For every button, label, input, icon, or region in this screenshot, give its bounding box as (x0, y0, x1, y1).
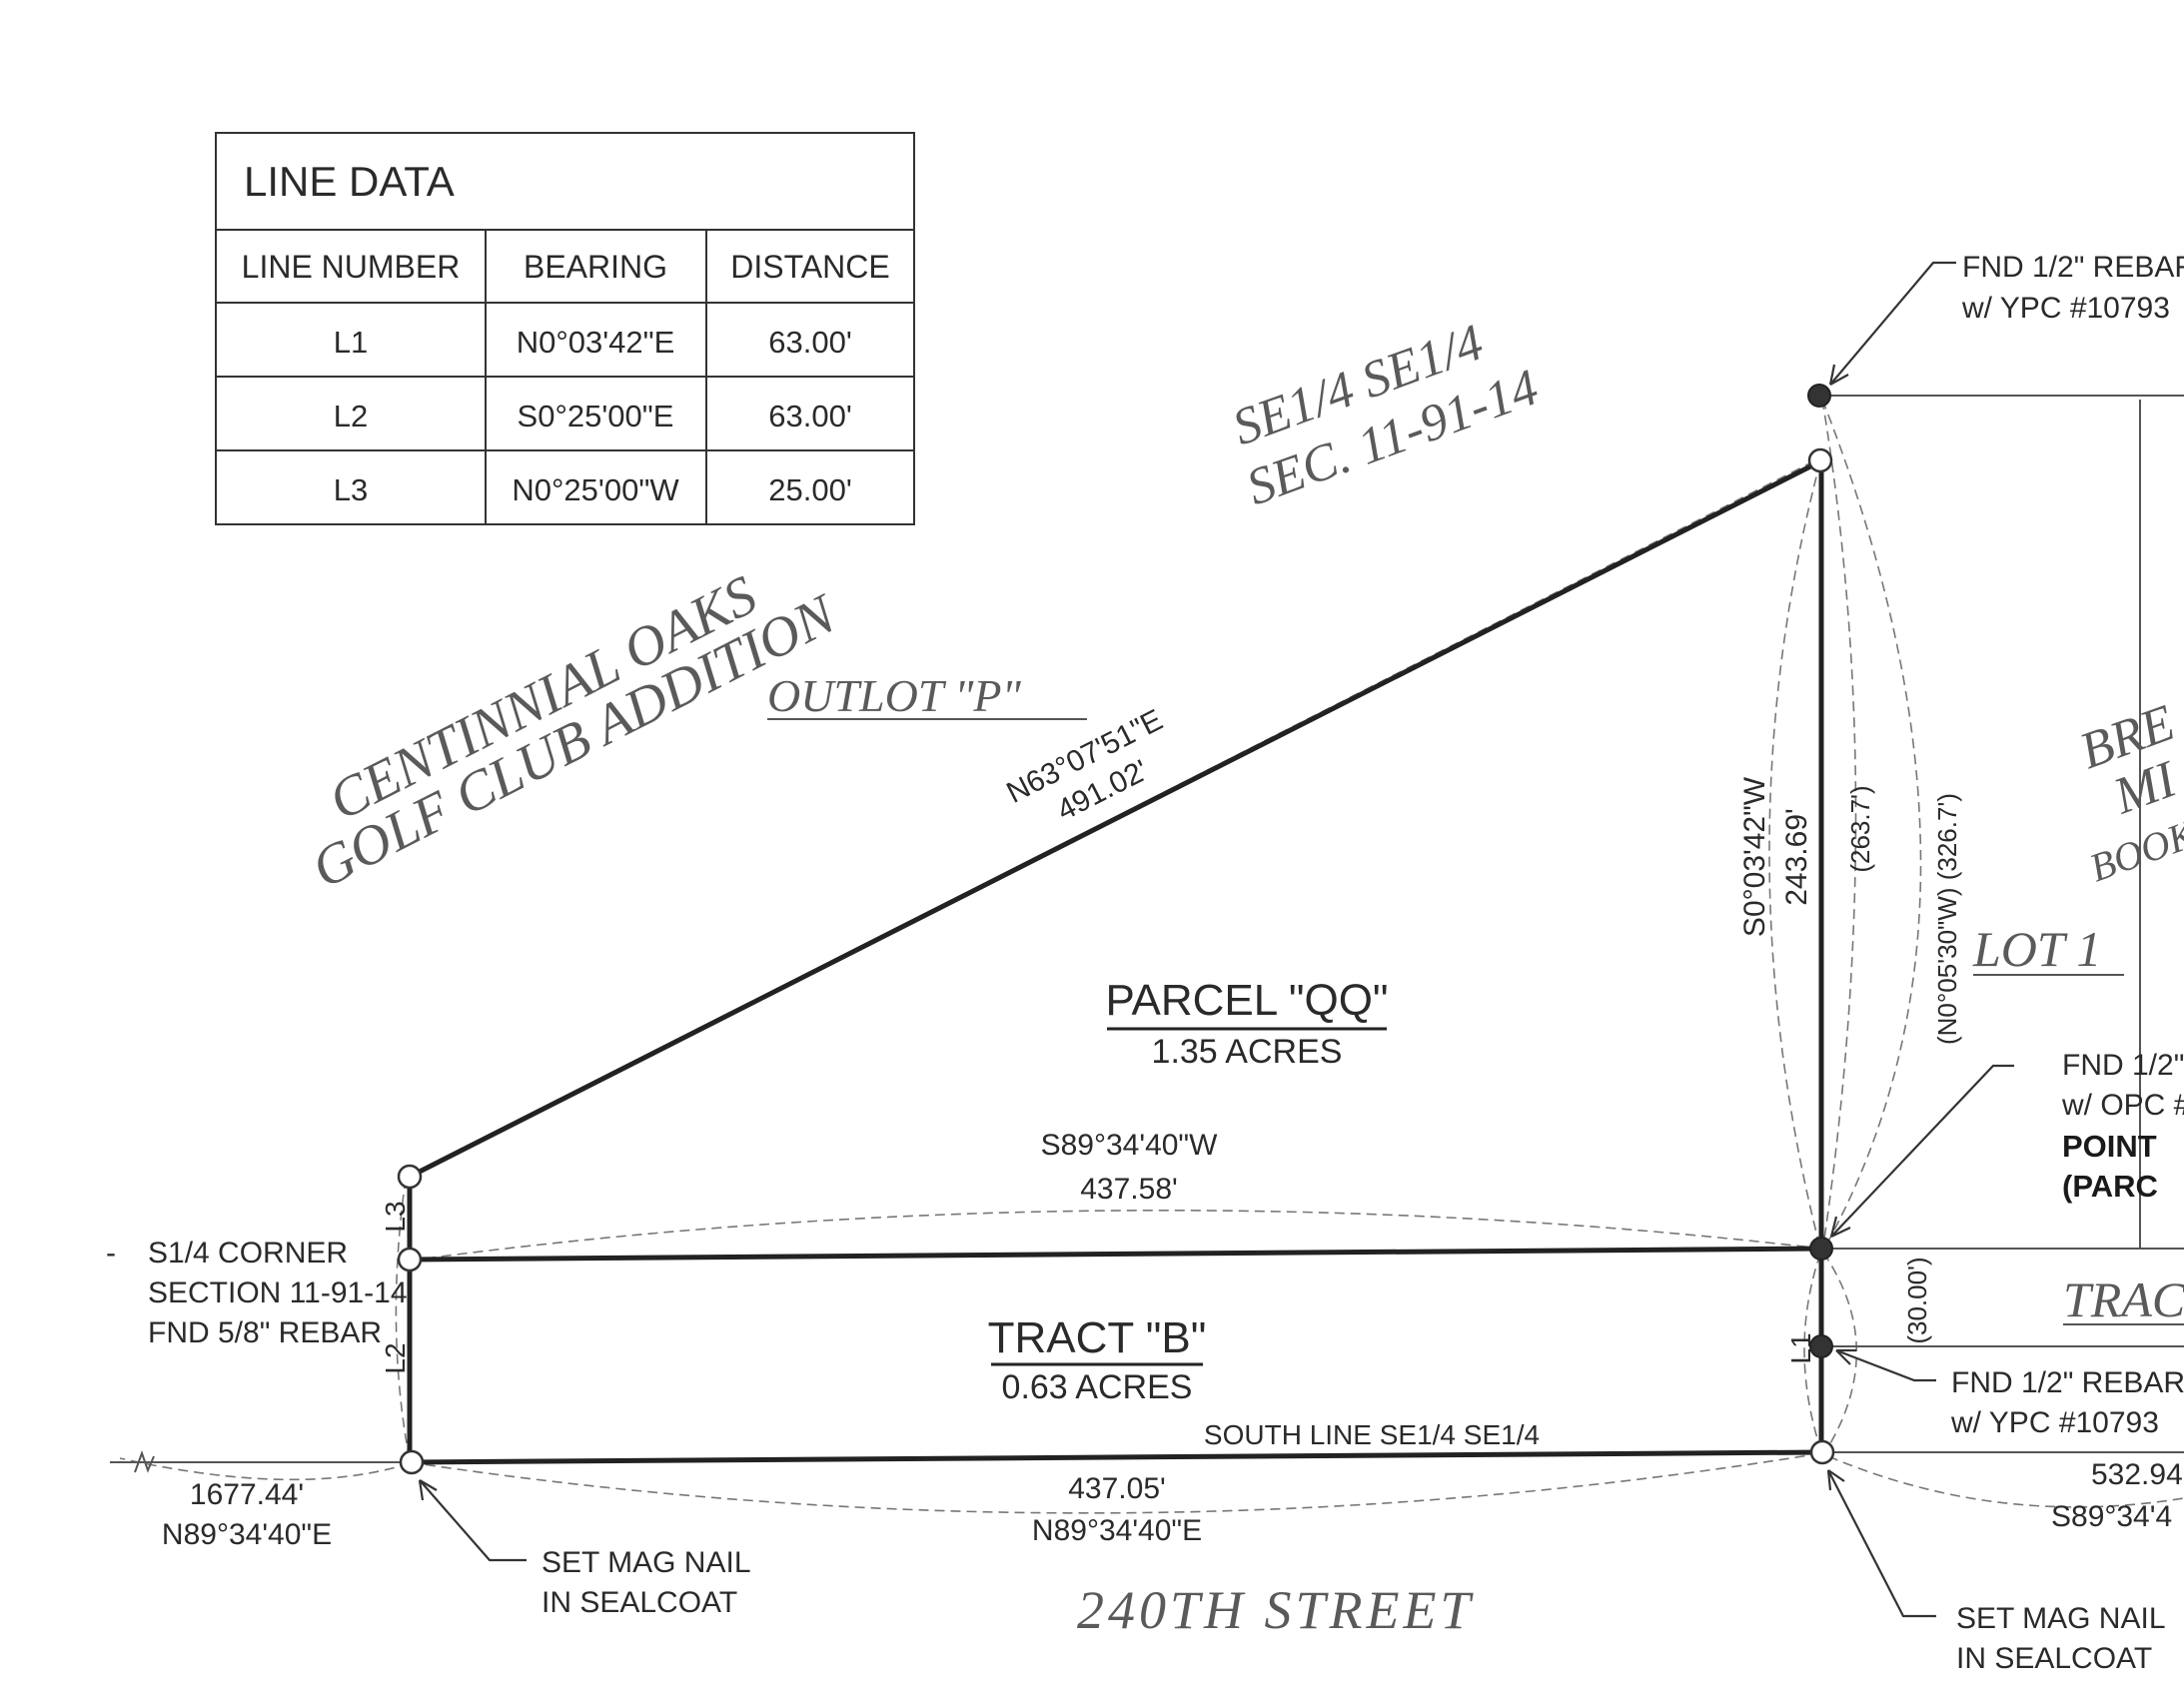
mag-nail-callout-right: IN SEALCOAT (1956, 1642, 2152, 1675)
section-corner-callout: FND 5/8" REBAR (148, 1316, 382, 1349)
line-l3-label: L3 (380, 1201, 411, 1232)
leader-arrowhead (1835, 1348, 1856, 1365)
south-line-distance: 437.05' (1068, 1472, 1166, 1505)
dashed-record-line (1803, 1253, 1821, 1449)
dashed-record-line (409, 1452, 1822, 1514)
mag-nail-callout-left: IN SEALCOAT (542, 1586, 737, 1619)
point-of-beginning-callout: (PARC (2062, 1169, 2158, 1204)
opc-callout: w/ OPC # (2061, 1089, 2184, 1122)
street-label: 240TH STREET (1077, 1580, 1475, 1640)
mid-line-distance: 437.58' (1080, 1173, 1178, 1206)
dashed-record-line (1822, 1252, 1858, 1451)
dashed-record-line (119, 1457, 411, 1481)
east-line-record: (263.7') (1845, 785, 1875, 872)
line-l2-label: L2 (380, 1342, 411, 1373)
far-record-course: (N0°05'30"W) (326.7') (1932, 793, 1962, 1045)
opc-callout: FND 1/2" (2062, 1049, 2184, 1082)
dashed-record-line (1827, 1455, 2184, 1508)
tract-b-title: TRACT "B" (988, 1313, 1207, 1362)
leader-line (1827, 1469, 1936, 1618)
boundary-lines (110, 395, 2184, 1473)
parcel-qq-area: 1.35 ACRES (1152, 1033, 1343, 1071)
mid-rebar-callout: w/ YPC #10793 (1950, 1406, 2159, 1439)
mag-nail-callout-left: SET MAG NAIL (542, 1546, 751, 1579)
mid-rebar-callout: FND 1/2" REBAR (1951, 1366, 2184, 1399)
parcel-qq-south-boundary (409, 1246, 1822, 1263)
tract-label-right: TRAC (2063, 1272, 2184, 1327)
table-cell-distance: 25.00' (768, 472, 852, 507)
table-cell-bearing: S0°25'00"E (518, 399, 674, 433)
leader-arrowhead (1829, 1216, 1851, 1238)
tract-b-area: 0.63 ACRES (1002, 1368, 1193, 1406)
table-header-line-number: LINE NUMBER (242, 249, 461, 285)
leader-line (1829, 261, 1956, 386)
leader-line (1835, 1348, 1936, 1382)
line-l1-label: L1 (1785, 1332, 1816, 1363)
record-30: (30.00') (1902, 1257, 1932, 1343)
table-header-bearing: BEARING (524, 249, 667, 285)
lot-label: LOT 1 (1972, 921, 2101, 977)
monuments (397, 384, 1835, 1475)
found-rebar-marker (1809, 1237, 1833, 1261)
east-tie-bearing: S89°34'4 (2051, 1500, 2172, 1533)
record-dashed-lines (119, 399, 2184, 1514)
section-corner-callout: S1/4 CORNER (148, 1237, 348, 1270)
callout-leaders (418, 261, 2014, 1618)
table-cell-bearing: N0°03'42"E (517, 325, 675, 360)
table-cell-distance: 63.00' (768, 325, 852, 360)
table-cell-line: L2 (334, 399, 368, 433)
outlot-label: OUTLOT "P" (767, 670, 1021, 721)
table-cell-line: L1 (334, 325, 368, 360)
east-line-distance: 243.69' (1780, 808, 1813, 906)
table-cell-line: L3 (334, 472, 368, 507)
section-corner-marker (397, 1247, 423, 1273)
leader-line (419, 1479, 527, 1562)
south-line-label: SOUTH LINE SE1/4 SE1/4 (1204, 1419, 1540, 1450)
line-data-table: LINE DATA LINE NUMBER BEARING DISTANCE L… (215, 132, 915, 525)
addition-label: GOLF CLUB ADDITION (303, 582, 847, 901)
point-of-beginning-callout: POINT (2062, 1129, 2157, 1164)
top-rebar-callout: w/ YPC #10793 (1961, 292, 2170, 325)
parcel-titles: PARCEL "QQ" 1.35 ACRES TRACT "B" 0.63 AC… (988, 976, 1389, 1406)
dashed-record-line (1821, 399, 1857, 1240)
table-header-distance: DISTANCE (730, 249, 889, 285)
dashed-record-line (1821, 399, 1922, 1250)
parcel-qq-north-boundary (408, 458, 1822, 1180)
section-corner-callout: SECTION 11-91-14 (148, 1276, 408, 1309)
corner-marker (1807, 447, 1833, 473)
leader-arrowhead (418, 1479, 438, 1501)
found-rebar-marker (1809, 1334, 1833, 1358)
break-mark (134, 1450, 155, 1473)
west-tie-distance: 1677.44' (190, 1478, 304, 1511)
dashed-record-line (1768, 460, 1821, 1250)
leader-arrowhead (1828, 364, 1849, 386)
south-line-bearing: N89°34'40"E (1032, 1514, 1202, 1547)
table-title: LINE DATA (244, 158, 455, 205)
tract-b-south-boundary (409, 1449, 1822, 1465)
table-frame (215, 132, 915, 525)
callout-text: FND 1/2" REBAR w/ YPC #10793 FND 1/2" w/… (106, 251, 2184, 1675)
leader-line (1830, 1064, 2014, 1238)
west-tie-bearing: N89°34'40"E (162, 1518, 332, 1551)
leader-arrowhead (1826, 1469, 1845, 1491)
table-cell-bearing: N0°25'00"W (512, 472, 679, 507)
dashed-record-line (395, 1178, 411, 1461)
mid-line-bearing: S89°34'40"W (1041, 1129, 1218, 1162)
mag-nail-marker (1809, 1439, 1835, 1465)
top-rebar-callout: FND 1/2" REBAR (1962, 251, 2184, 284)
mag-nail-callout-right: SET MAG NAIL (1956, 1602, 2166, 1635)
dashed-record-line (409, 1210, 1822, 1262)
table-cell-distance: 63.00' (768, 399, 852, 433)
east-tie-distance: 532.94 (2091, 1458, 2183, 1491)
mag-nail-marker (399, 1449, 425, 1475)
found-rebar-marker (1807, 384, 1831, 408)
parcel-qq-title: PARCEL "QQ" (1105, 976, 1388, 1025)
course-labels: N63°07'51"E 491.02' S0°03'42"W 243.69' (… (162, 703, 2183, 1551)
east-line-bearing: S0°03'42"W (1738, 776, 1771, 937)
corner-marker (397, 1164, 423, 1190)
corner-callout-dash: - (106, 1237, 116, 1270)
